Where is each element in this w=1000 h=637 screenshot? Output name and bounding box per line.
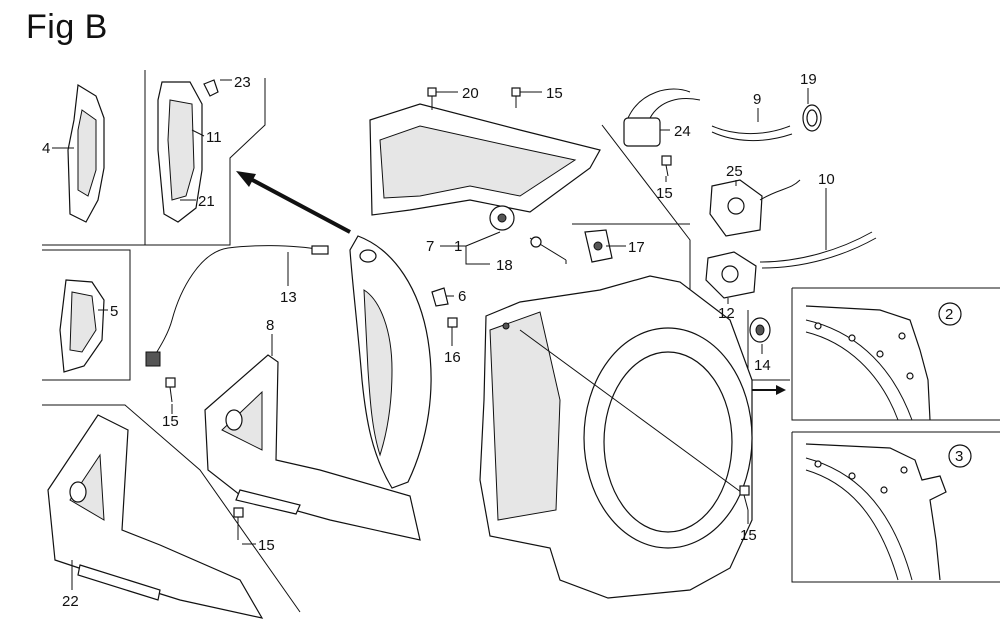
callout-15-housing: 15: [740, 527, 757, 544]
callout-11: 11: [206, 129, 222, 146]
callout-7: 7: [426, 238, 434, 255]
inset-label-2: 2: [945, 306, 953, 323]
callout-25: 25: [726, 163, 743, 180]
grommet-part-14: [749, 317, 771, 343]
wire-part-10: [759, 231, 877, 269]
bolt-part-16: [447, 317, 458, 336]
figure-title: Fig B: [26, 8, 108, 46]
switch-part-12: [705, 251, 757, 299]
bolt-part-15-lower: [233, 507, 244, 540]
callout-18: 19: [800, 71, 817, 88]
callout-5: 5: [110, 303, 118, 320]
callout-19: 18: [496, 257, 513, 274]
wire-part-9: [711, 125, 793, 141]
shroud-part-5: [59, 279, 105, 373]
callout-23: 23: [234, 74, 251, 91]
bolt-part-15-top: [511, 87, 521, 108]
callout-4: 4: [42, 140, 50, 157]
fan-housing: [479, 275, 753, 599]
bolt-part-15-right-top: [661, 155, 672, 177]
shroud-part-21: [157, 79, 219, 223]
guard-part-8: [204, 354, 421, 541]
cable-part-13: [145, 245, 329, 367]
callout-14: 14: [754, 357, 771, 374]
coil-part-22: [623, 88, 701, 147]
callout-6: 6: [458, 288, 466, 305]
shield-part-center: [349, 235, 432, 489]
inset-arrow: [752, 385, 786, 395]
callout-16: 16: [444, 349, 461, 366]
callout-17: 17: [628, 239, 645, 256]
callout-21: 21: [198, 193, 215, 210]
spring-part-18: [802, 104, 822, 132]
housing-leader-line: [519, 329, 746, 496]
callout-12: 12: [718, 305, 735, 322]
callout-labels: 4 23 11 21 5 13 8 15 15 22 20 15 7 1 18 …: [42, 71, 963, 610]
bolt-part-15-housing: [739, 485, 750, 511]
direction-arrow: [236, 171, 351, 234]
callout-24: 22: [62, 593, 79, 610]
section-dividers: [42, 70, 790, 613]
guard-part-24: [47, 414, 264, 619]
inset-panel-2: [791, 287, 1000, 421]
callout-15-top: 15: [546, 85, 563, 102]
inset-label-3: 3: [955, 448, 963, 465]
callout-15-lower: 15: [258, 537, 275, 554]
callout-1: 1: [454, 238, 462, 255]
callout-13: 13: [280, 289, 297, 306]
bolt-part-15-left: [165, 377, 176, 403]
callout-15-right-top: 15: [656, 185, 673, 202]
housing-bracket: [369, 103, 601, 231]
callout-20: 20: [462, 85, 479, 102]
callout-10: 10: [818, 171, 835, 188]
callout-8: 8: [266, 317, 274, 334]
callout-22: 24: [674, 123, 691, 140]
bracket-part-17: [584, 229, 613, 263]
inset-panel-3: [791, 431, 1000, 583]
bolt-part-19: [529, 236, 567, 261]
shroud-part-4: [67, 83, 105, 223]
callout-15-left: 15: [162, 413, 179, 430]
callout-9: 9: [753, 91, 761, 108]
switch-part-25: [709, 179, 801, 237]
callout-leaders: [52, 79, 972, 590]
clip-part-6: [431, 287, 449, 307]
